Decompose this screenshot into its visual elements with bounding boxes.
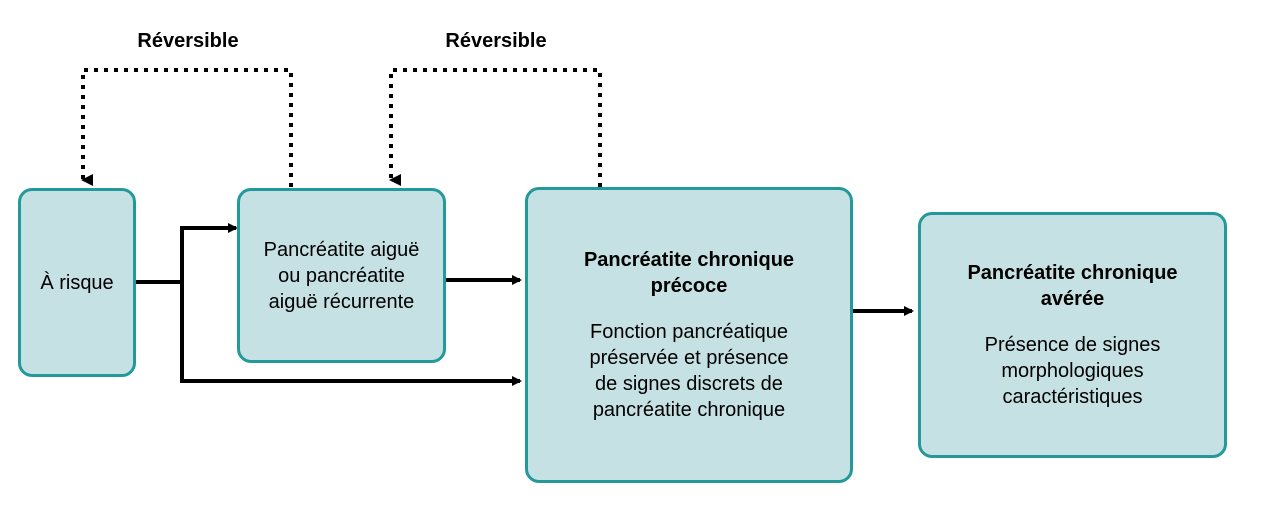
node-early-chronic-pancreatitis: Pancréatite chronique précoce Fonction p… [525, 187, 853, 483]
reversible-label-1: Réversible [137, 30, 239, 52]
reversible-arrow-acute-to-risk [81, 68, 293, 187]
node-at-risk-label: À risque [40, 271, 114, 294]
node-acute-label: Pancréatite aiguë ou pancréatite aiguë r… [263, 238, 420, 313]
node-established-description: Présence de signes morphologiques caract… [984, 334, 1161, 408]
node-established-title: Pancréatite chronique avérée [967, 262, 1178, 310]
node-acute-pancreatitis: Pancréatite aiguë ou pancréatite aiguë r… [237, 188, 446, 363]
reversible-arrow-early-to-acute [389, 68, 602, 187]
node-early-title: Pancréatite chronique précoce [583, 249, 795, 297]
arrow-risk-to-acute [180, 223, 238, 282]
arrow-risk-to-early [180, 282, 522, 386]
reversible-label-2: Réversible [445, 30, 547, 52]
node-at-risk: À risque [18, 188, 136, 377]
node-early-description: Fonction pancréatique préservée et prése… [589, 321, 789, 421]
node-established-chronic-pancreatitis: Pancréatite chronique avérée Présence de… [918, 212, 1227, 458]
